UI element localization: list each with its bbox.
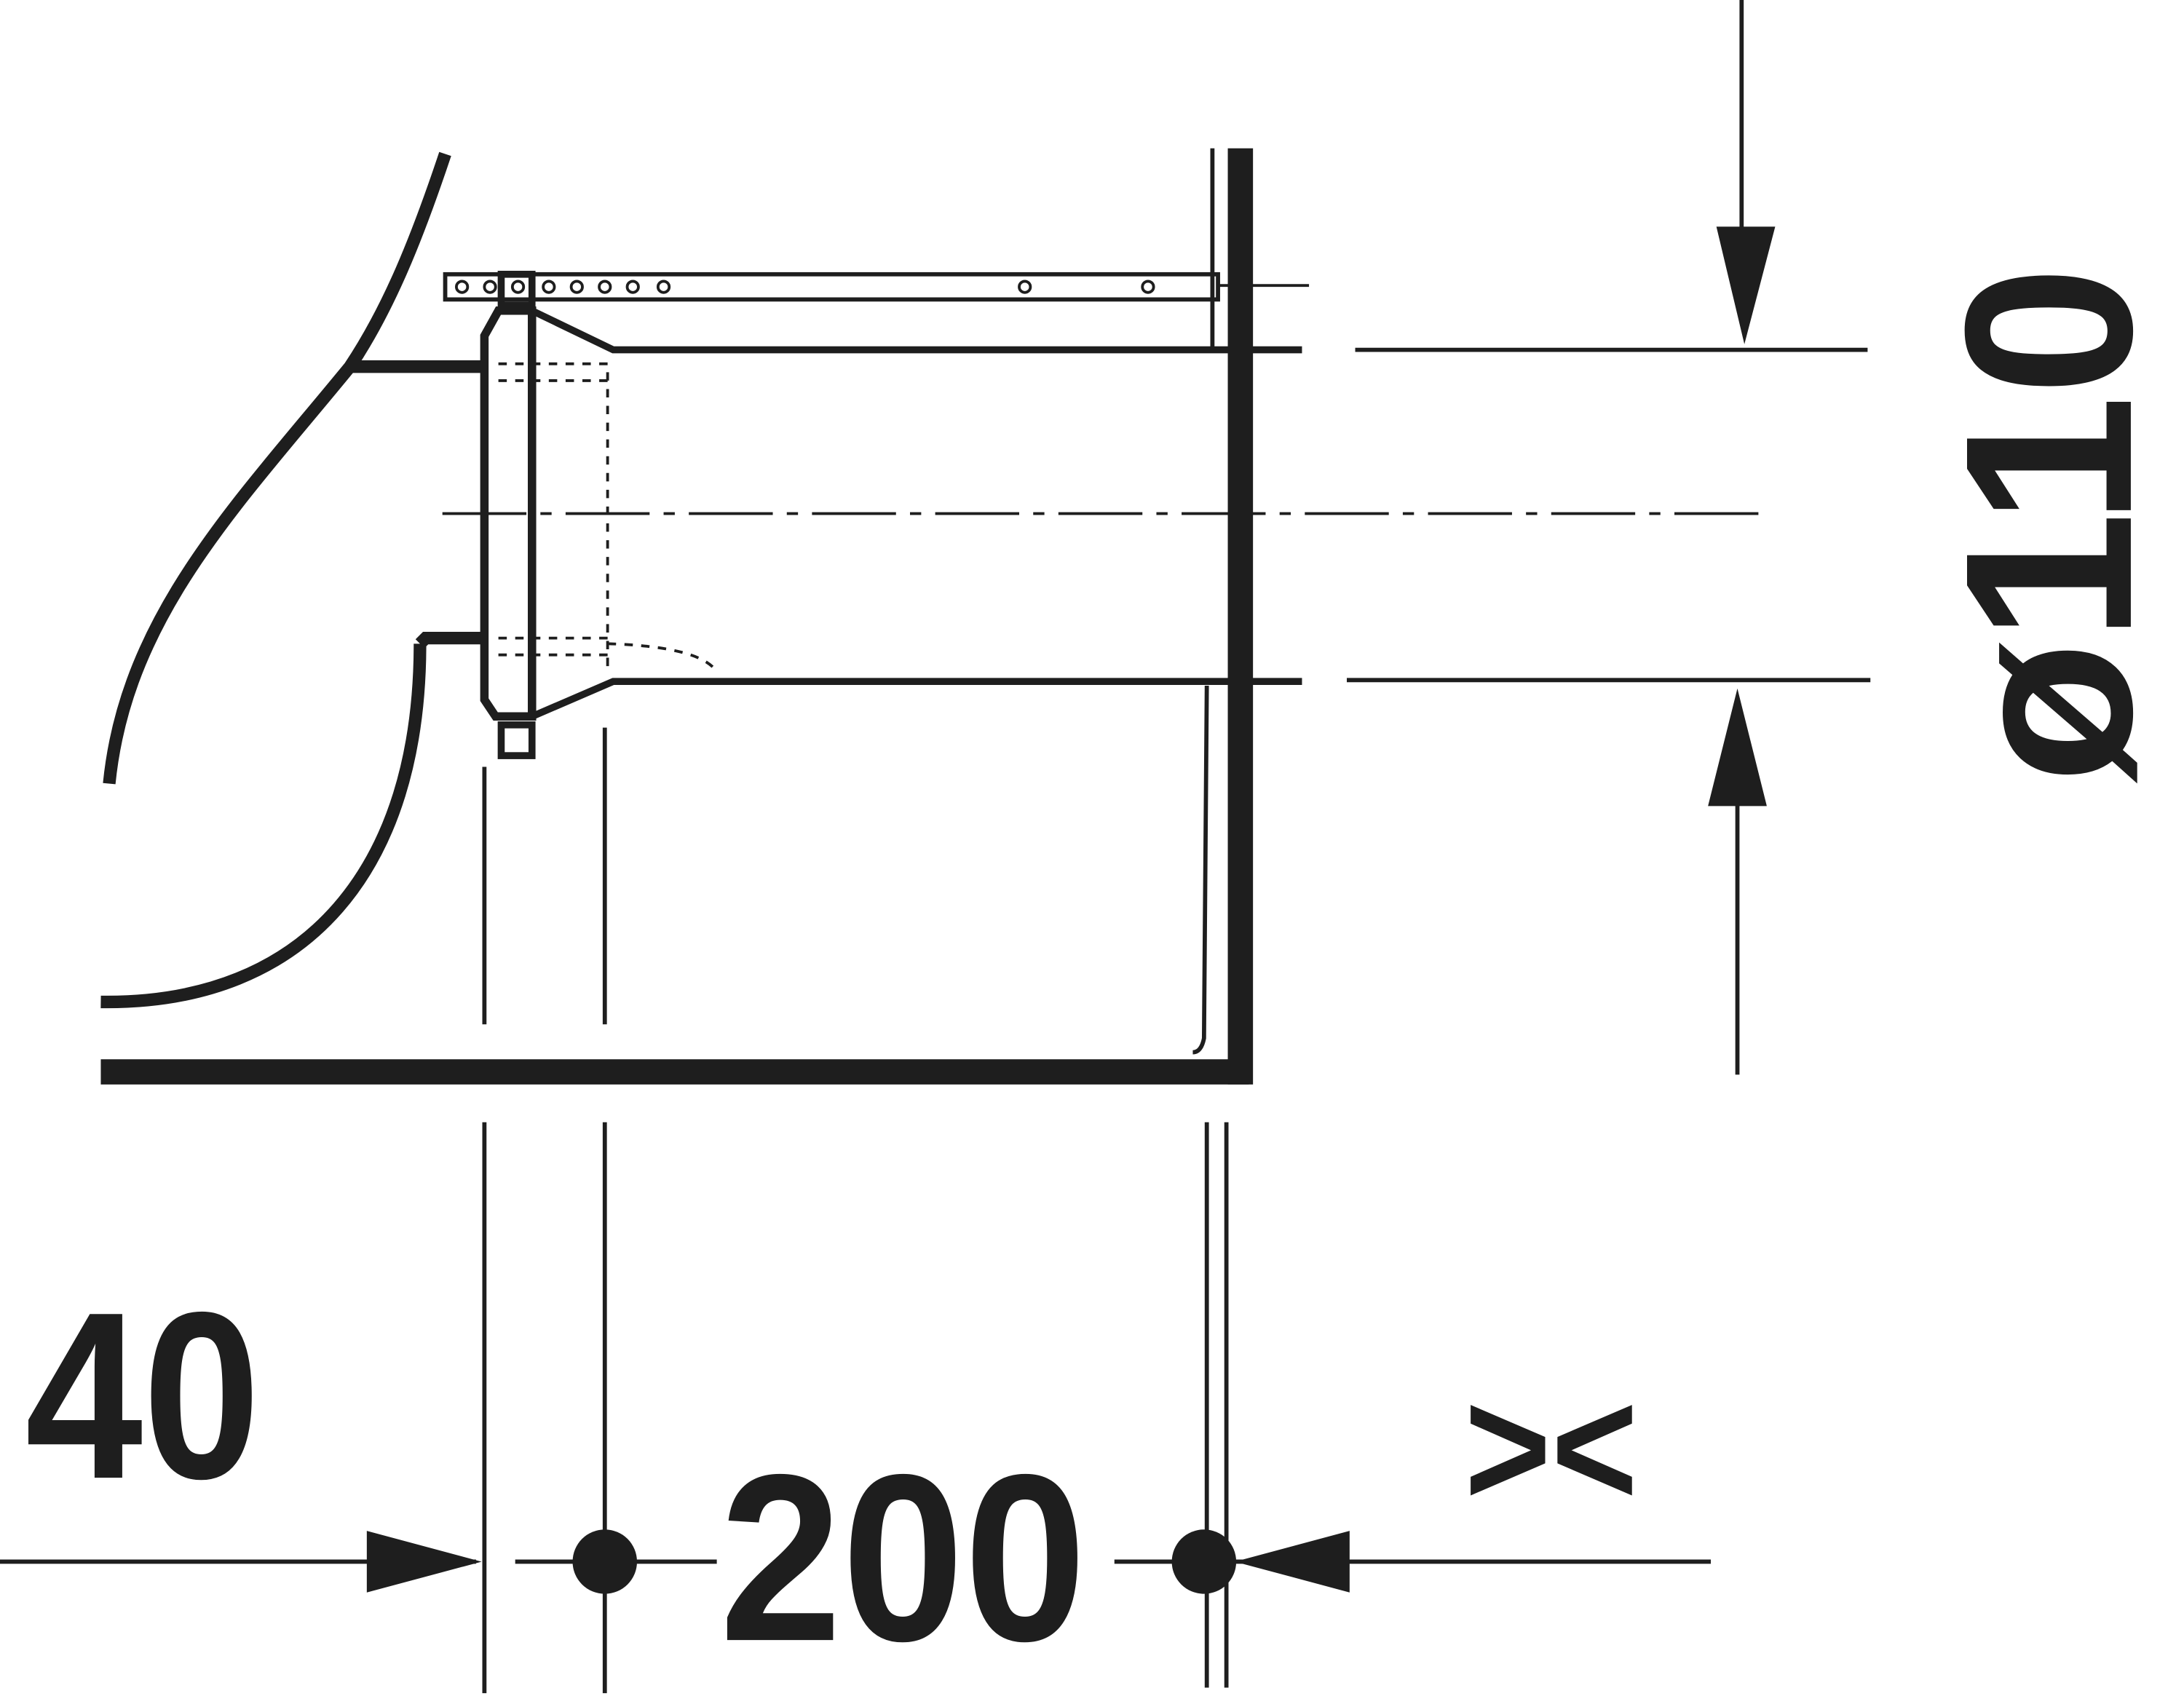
adjustable-symbol: >< [1465, 1354, 1638, 1542]
wall-inner-line [1192, 148, 1215, 1055]
toilet-lower-curve [100, 643, 427, 1009]
arrow-right-icon [366, 1531, 482, 1593]
mounting-rail [443, 272, 1220, 302]
arrow-left-icon [1235, 1531, 1350, 1593]
arrow-down-icon [1716, 226, 1776, 344]
dim-label-40: 40 [25, 1263, 261, 1529]
lower-clamp [497, 721, 536, 759]
ext-line-200-end [1204, 1122, 1229, 1688]
connector-flare-top [530, 307, 1302, 354]
dim-dot-start [572, 1529, 637, 1594]
arrow-up-icon [1708, 688, 1767, 807]
dim-label-diameter: ø110 [1916, 266, 2182, 783]
rail-holes [455, 280, 1155, 294]
toilet-upper-curve [103, 151, 451, 785]
dim-dot-end [1171, 1529, 1237, 1594]
connector-flare-bottom [530, 678, 1302, 720]
toilet-lower-spigot-edge [415, 631, 485, 649]
rail-clamp [497, 270, 536, 309]
dim-label-200: 200 [719, 1425, 1086, 1691]
connector-dashed-inner [498, 362, 719, 673]
